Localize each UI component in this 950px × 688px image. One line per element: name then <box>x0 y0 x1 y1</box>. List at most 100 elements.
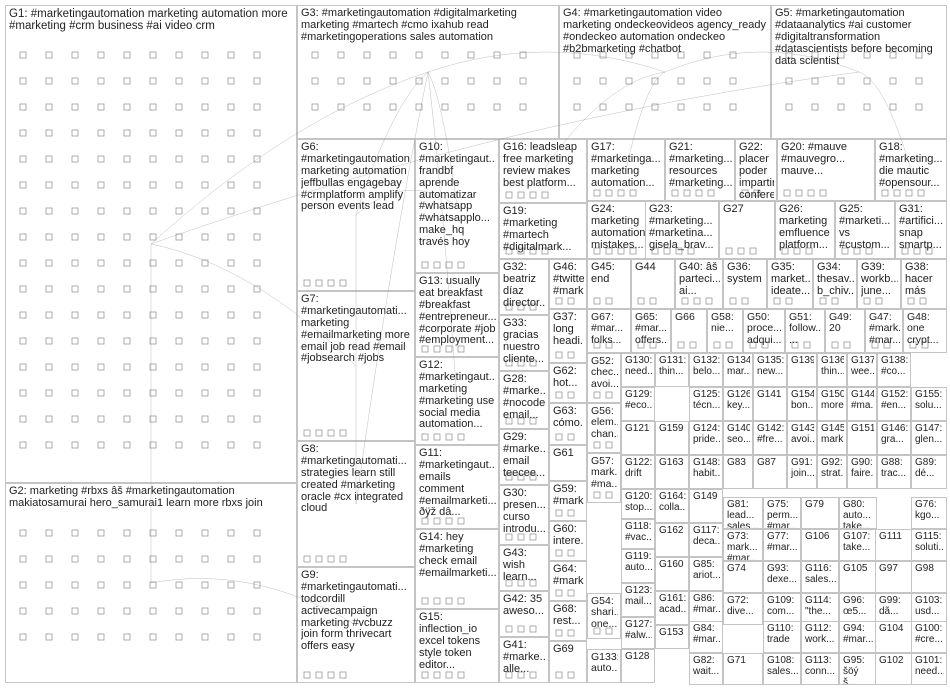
vertex-cluster <box>819 297 839 305</box>
group-g155: G155: solu... <box>911 387 947 421</box>
vertex-cluster <box>729 297 749 305</box>
group-label: G85: ariot... <box>693 560 720 581</box>
vertex-cluster <box>421 517 465 525</box>
vertex-node <box>457 345 465 353</box>
vertex-node <box>841 247 849 255</box>
group-label: G66 <box>675 312 695 323</box>
vertex-cluster <box>505 473 537 481</box>
group-g37: G37: long headi... <box>549 309 587 363</box>
group-label: G92: strat... <box>821 458 844 479</box>
group-label: G121 <box>625 424 650 434</box>
group-label: G145: mark... <box>821 424 844 445</box>
vertex-cluster <box>725 247 757 255</box>
vertex-node <box>593 189 601 197</box>
vertex-node <box>389 77 397 85</box>
group-label: G5: #marketingautomation #dataanalytics … <box>775 8 933 67</box>
group-g2: G2: marketing #rbxs âš #marketingautomat… <box>5 483 297 683</box>
vertex-node <box>605 189 613 197</box>
group-g43: G43: wish learn... <box>499 545 549 591</box>
vertex-node <box>175 77 183 85</box>
vertex-node <box>201 129 209 137</box>
group-label: G8: #marketingautomati... strategies lea… <box>301 444 407 515</box>
vertex-node <box>457 597 465 605</box>
group-label: G102 <box>879 656 904 666</box>
vertex-node <box>19 415 27 423</box>
group-label: G163 <box>659 458 684 468</box>
group-g28: G28: #marke... #nocode email... <box>499 371 549 429</box>
vertex-node <box>227 129 235 137</box>
vertex-node <box>605 627 613 635</box>
group-g130: G130: need... <box>621 353 655 387</box>
group-g119: G119: auto... <box>621 549 655 583</box>
group-g61: G61 <box>549 445 587 481</box>
vertex-node <box>149 581 157 589</box>
vertex-node <box>97 77 105 85</box>
vertex-node <box>97 207 105 215</box>
group-label: G96: œ5... <box>843 596 867 617</box>
vertex-cluster <box>773 297 793 305</box>
group-label: G132: belo... <box>693 356 720 377</box>
vertex-node <box>889 51 897 59</box>
group-label: G98 <box>915 564 934 574</box>
vertex-node <box>567 589 575 597</box>
vertex-node <box>363 77 371 85</box>
vertex-cluster <box>909 341 929 349</box>
vertex-node <box>227 77 235 85</box>
vertex-node <box>45 415 53 423</box>
group-label: G154: bon... <box>791 390 814 411</box>
vertex-node <box>441 51 449 59</box>
group-label: G45: end <box>591 262 615 285</box>
group-g135: G135: new... <box>753 353 787 387</box>
vertex-node <box>123 337 131 345</box>
vertex-node <box>529 359 537 367</box>
group-label: G90: faire... <box>851 458 874 479</box>
group-g140: G140: seo... <box>723 421 753 455</box>
group-label: G125: técn... <box>693 390 720 411</box>
vertex-node <box>339 671 347 679</box>
vertex-node <box>517 625 525 633</box>
group-g121: G121 <box>621 421 655 455</box>
group-label: G89: dé... <box>915 458 937 479</box>
vertex-node <box>791 341 799 349</box>
vertex-node <box>227 285 235 293</box>
vertex-node <box>803 341 811 349</box>
group-g52: G52: chec... avoi... <box>587 353 621 403</box>
vertex-node <box>123 207 131 215</box>
group-g136: G136: thin... <box>817 353 847 387</box>
group-g67: G67: #mar... folks... <box>587 309 631 353</box>
group-g3: G3: #marketingautomation #digitalmarketi… <box>297 5 559 139</box>
vertex-node <box>227 441 235 449</box>
group-g71: G71 <box>723 653 763 685</box>
group-label: G155: solu... <box>915 390 943 411</box>
group-g88: G88: trac... <box>877 455 911 489</box>
vertex-node <box>853 247 861 255</box>
vertex-node <box>339 555 347 563</box>
vertex-node <box>227 633 235 641</box>
vertex-node <box>97 555 105 563</box>
vertex-node <box>917 189 925 197</box>
vertex-node <box>19 581 27 589</box>
group-label: G69 <box>553 644 574 655</box>
group-g151: G151 <box>847 421 877 455</box>
group-label: G87 <box>757 458 776 468</box>
vertex-cluster <box>593 441 613 449</box>
vertex-node <box>19 77 27 85</box>
group-g51: G51: follow... ... <box>785 309 825 353</box>
group-label: G106 <box>805 532 830 542</box>
vertex-node <box>175 259 183 267</box>
vertex-node <box>71 415 79 423</box>
group-label: G94: #mar... <box>843 624 874 645</box>
vertex-node <box>663 247 671 255</box>
vertex-node <box>253 77 261 85</box>
vertex-node <box>593 391 601 399</box>
group-label: G80: auto... take... <box>843 500 871 529</box>
group-g18: G18: #marketing... die mautic #opensour.… <box>875 139 947 201</box>
vertex-node <box>19 311 27 319</box>
vertex-node <box>253 529 261 537</box>
vertex-node <box>339 429 347 437</box>
vertex-cluster <box>637 297 657 305</box>
vertex-node <box>421 517 429 525</box>
vertex-node <box>253 441 261 449</box>
vertex-cluster <box>303 671 347 679</box>
vertex-node <box>227 103 235 111</box>
